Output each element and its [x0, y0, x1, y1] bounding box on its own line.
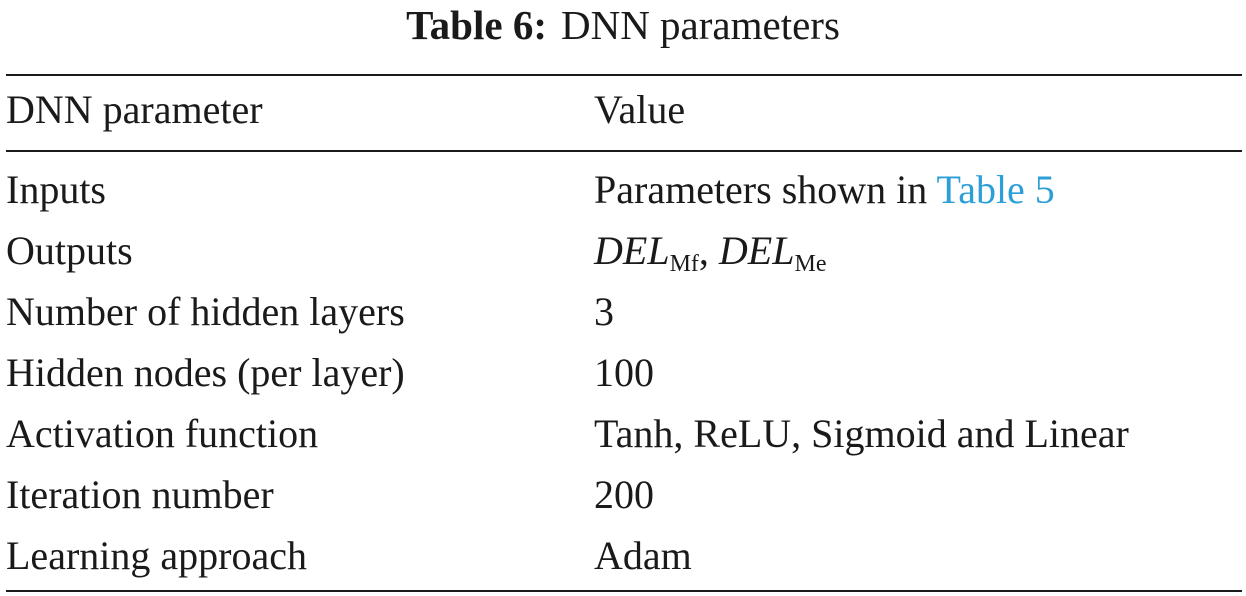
- value-cell: Tanh, ReLU, Sigmoid and Linear: [594, 411, 1129, 456]
- parameter-cell: Hidden nodes (per layer): [6, 350, 405, 395]
- table-bottom-rule: [6, 590, 1242, 592]
- value-cell: Adam: [594, 533, 692, 578]
- table-row: Inputs Parameters shown in Table 5: [0, 160, 1246, 220]
- table-row: Outputs DELMf, DELMe: [0, 221, 1246, 281]
- table-caption: Table 6: DNN parameters: [0, 2, 1246, 48]
- output-separator: ,: [698, 228, 719, 273]
- table-row: Iteration number 200: [0, 465, 1246, 525]
- value-cell: 3: [594, 289, 614, 334]
- table-row: Activation function Tanh, ReLU, Sigmoid …: [0, 404, 1246, 464]
- parameter-cell: Iteration number: [6, 472, 274, 517]
- parameter-cell: Outputs: [6, 228, 133, 273]
- value-cell: DELMf, DELMe: [594, 221, 827, 287]
- table-caption-title: DNN parameters: [560, 2, 840, 48]
- parameter-cell: Learning approach: [6, 533, 307, 578]
- table-row: Learning approach Adam: [0, 526, 1246, 586]
- parameter-cell: Inputs: [6, 167, 106, 212]
- column-header-parameter: DNN parameter: [6, 87, 263, 132]
- table-5-link[interactable]: Table 5: [936, 167, 1055, 212]
- parameter-cell: Activation function: [6, 411, 319, 456]
- table-header-rule: [6, 150, 1242, 152]
- table-row: Number of hidden layers 3: [0, 282, 1246, 342]
- table-caption-label: Table 6:: [406, 2, 547, 48]
- parameter-cell: Number of hidden layers: [6, 289, 405, 334]
- output-symbol: DEL: [594, 228, 670, 273]
- output-symbol: DEL: [718, 228, 795, 273]
- table-top-rule: [6, 74, 1242, 76]
- value-cell: 100: [594, 350, 654, 395]
- output-subscript: Mf: [669, 251, 699, 277]
- value-cell: Parameters shown in Table 5: [594, 160, 1055, 220]
- value-cell: 200: [594, 472, 654, 517]
- output-subscript: Me: [794, 251, 827, 277]
- value-text: Parameters shown in: [594, 167, 937, 212]
- table-row: Hidden nodes (per layer) 100: [0, 343, 1246, 403]
- column-header-value: Value: [594, 87, 686, 132]
- table-header-row: DNN parameter Value: [0, 80, 1246, 140]
